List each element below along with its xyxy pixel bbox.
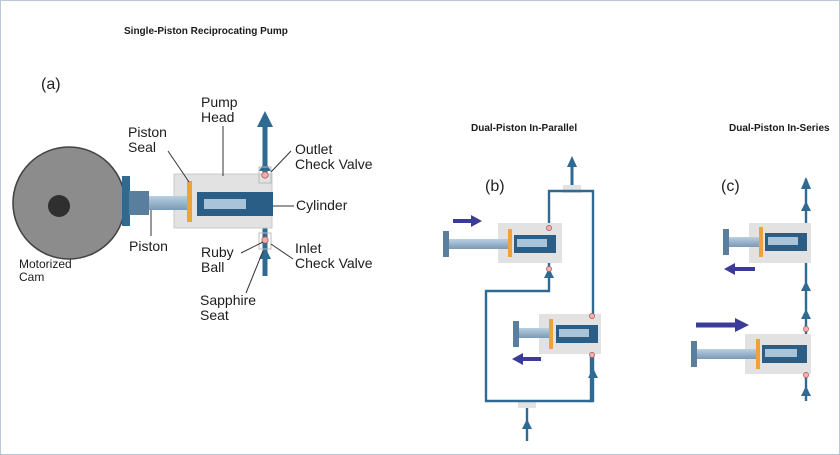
piston-seal-1 [508, 229, 512, 257]
piston-base-1 [723, 229, 729, 255]
piston-base-2 [691, 341, 697, 367]
piston-shaft-1 [727, 237, 759, 247]
flow-arrow-icon [259, 161, 271, 171]
cylinder-head [247, 192, 273, 216]
dual-piston-series [691, 177, 811, 401]
check-valve-1a [546, 225, 552, 231]
label-ruby-ball: Ruby Ball [201, 244, 234, 275]
title-dual-parallel: Dual-Piston In-Parallel [471, 123, 578, 134]
piston-base [129, 191, 149, 215]
label-sapphire-seat: Sapphire Seat [200, 292, 257, 323]
inlet-arrow-icon [801, 386, 811, 396]
cylinder-bore [204, 199, 246, 209]
outlet-arrow-icon [567, 156, 577, 167]
dual-piston-parallel [443, 156, 601, 441]
leader-ruby-ball [240, 241, 264, 254]
inlet-arrow-icon [259, 247, 271, 259]
outlet-ruby-ball [261, 171, 269, 179]
cam-follower [122, 176, 130, 226]
inlet-check-valve [258, 232, 272, 250]
piston-shaft-2 [517, 328, 549, 338]
leader-piston-seal [167, 150, 190, 183]
pull-arrow-head-icon [724, 263, 735, 275]
cylinder-bore-2 [765, 349, 797, 357]
single-piston-pump [12, 111, 294, 294]
panel-label-a: (a) [41, 76, 61, 93]
flow-arrow-icon [801, 281, 811, 291]
panel-label-b: (b) [485, 178, 505, 195]
cylinder-bore-1 [517, 239, 547, 247]
piston-shaft-1 [447, 239, 509, 249]
label-piston-seal: Piston Seal [128, 124, 167, 155]
piston-seal [187, 181, 192, 222]
inlet-ruby-ball [261, 236, 269, 244]
label-cylinder: Cylinder [296, 197, 348, 213]
piston-base-2 [513, 321, 519, 347]
piston-shaft-2 [695, 349, 757, 359]
pull-arrow-head-icon [512, 353, 523, 365]
cam-pin [48, 195, 70, 217]
inlet-tee [518, 401, 536, 408]
outlet-check-valve [258, 166, 272, 184]
flow-arrow-icon [801, 309, 811, 319]
check-valve-2a [589, 313, 595, 319]
check-valve-b [803, 372, 809, 378]
flow-arrow-icon [544, 268, 554, 278]
label-motorized-cam: Motorized Cam [19, 257, 72, 284]
cylinder-bore-1 [768, 237, 798, 245]
inlet-arrow-icon [522, 419, 532, 429]
label-piston: Piston [129, 238, 168, 254]
title-dual-series: Dual-Piston In-Series [729, 123, 830, 134]
check-valve-1b [546, 266, 552, 272]
piston-seal-2 [756, 339, 760, 369]
cylinder-bore-2 [559, 329, 589, 337]
push-arrow-head-icon [735, 318, 749, 332]
leader-inlet-valve [270, 243, 294, 260]
inlet-manifold [484, 263, 593, 403]
outlet-arrow-icon [801, 177, 811, 189]
outlet-arrow-icon [257, 111, 273, 127]
flow-arrow-icon [801, 201, 811, 211]
piston-seal-1 [759, 227, 763, 257]
leader-sapphire-seat [245, 250, 264, 294]
outlet-manifold [547, 189, 595, 403]
label-outlet-check-valve: Outlet Check Valve [295, 141, 373, 172]
piston-base-1 [443, 231, 449, 257]
push-arrow-head-icon [471, 215, 482, 227]
flow-arrow-icon [588, 368, 598, 378]
check-valve-2b [589, 352, 595, 358]
label-inlet-check-valve: Inlet Check Valve [295, 240, 373, 271]
panel-label-c: (c) [721, 178, 740, 195]
check-valve-a [803, 326, 809, 332]
leader-outlet-valve [270, 150, 292, 173]
label-pump-head: Pump Head [201, 94, 238, 125]
outlet-tee [563, 185, 581, 193]
title-single-piston: Single-Piston Reciprocating Pump [124, 26, 288, 37]
piston-seal-2 [549, 319, 553, 349]
